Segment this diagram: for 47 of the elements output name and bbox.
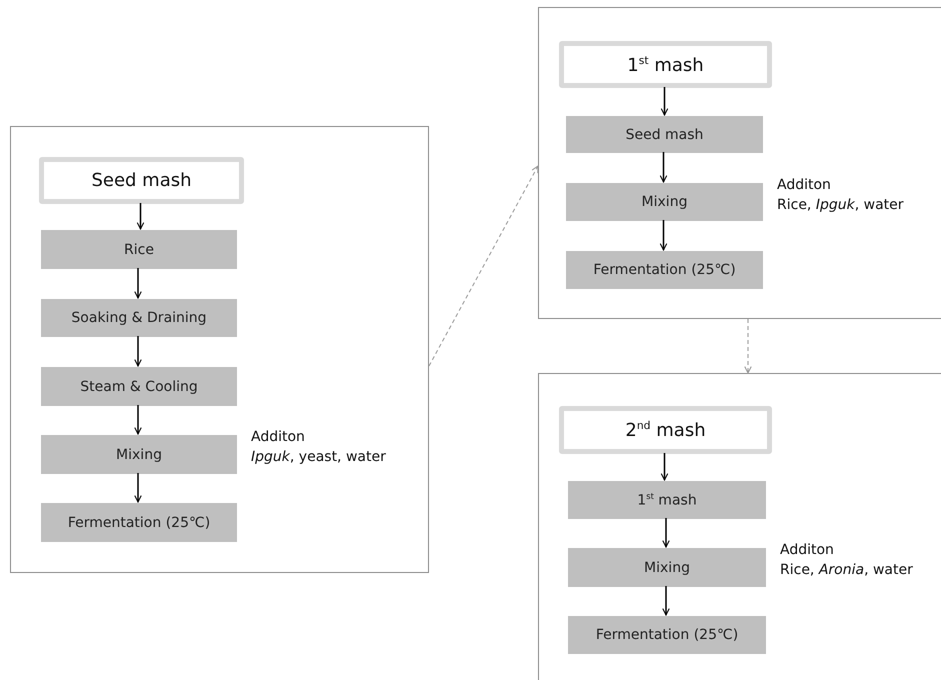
arrow (134, 405, 142, 435)
step-label: Mixing (116, 446, 162, 462)
step-label: 1$^{st}$ mash (627, 54, 704, 76)
addition-note: Additon Rice, Ipguk, water (777, 176, 904, 215)
step-label: Soaking & Draining (71, 310, 207, 326)
process-box (566, 251, 763, 289)
process-box (568, 548, 766, 587)
arrow (660, 87, 668, 116)
process-box (566, 183, 763, 221)
step-label: Steam & Cooling (80, 378, 198, 394)
step-label: Fermentation (25℃) (68, 514, 210, 530)
stage-panel (538, 373, 941, 680)
arrow (134, 336, 142, 367)
step-label: Fermentation (25℃) (596, 627, 738, 643)
stage-panel (538, 7, 941, 319)
process-box (41, 230, 237, 269)
step-label: Seed mash (626, 126, 704, 142)
arrow (662, 586, 670, 616)
arrow (744, 318, 752, 374)
step-label: Fermentation (25℃) (593, 262, 736, 278)
step-label: Mixing (642, 194, 688, 210)
process-box (568, 616, 766, 654)
arrow (660, 453, 668, 481)
stage-panel (10, 126, 429, 573)
arrow (428, 165, 539, 366)
arrow (134, 473, 142, 503)
process-box (41, 299, 237, 337)
arrow (662, 518, 670, 548)
process-box (41, 367, 237, 406)
process-box (41, 503, 237, 542)
addition-note: Additon Rice, Aronia, water (780, 541, 913, 580)
arrow (660, 152, 668, 183)
process-box (566, 116, 763, 153)
addition-note: Additon Ipguk, yeast, water (251, 428, 386, 467)
arrow (660, 220, 668, 251)
stage-title-box (39, 157, 244, 204)
stage-title-box (559, 41, 772, 88)
stage-title-box (559, 406, 772, 454)
step-label: 2$^{nd}$ mash (625, 419, 706, 441)
process-box (41, 435, 237, 474)
process-box (568, 481, 766, 519)
arrow (134, 268, 142, 299)
step-label: Rice (124, 242, 154, 258)
step-label: 1$^{st}$ mash (637, 491, 697, 509)
step-label: Mixing (644, 560, 690, 576)
step-label: Seed mash (91, 170, 192, 191)
arrow (136, 203, 144, 230)
